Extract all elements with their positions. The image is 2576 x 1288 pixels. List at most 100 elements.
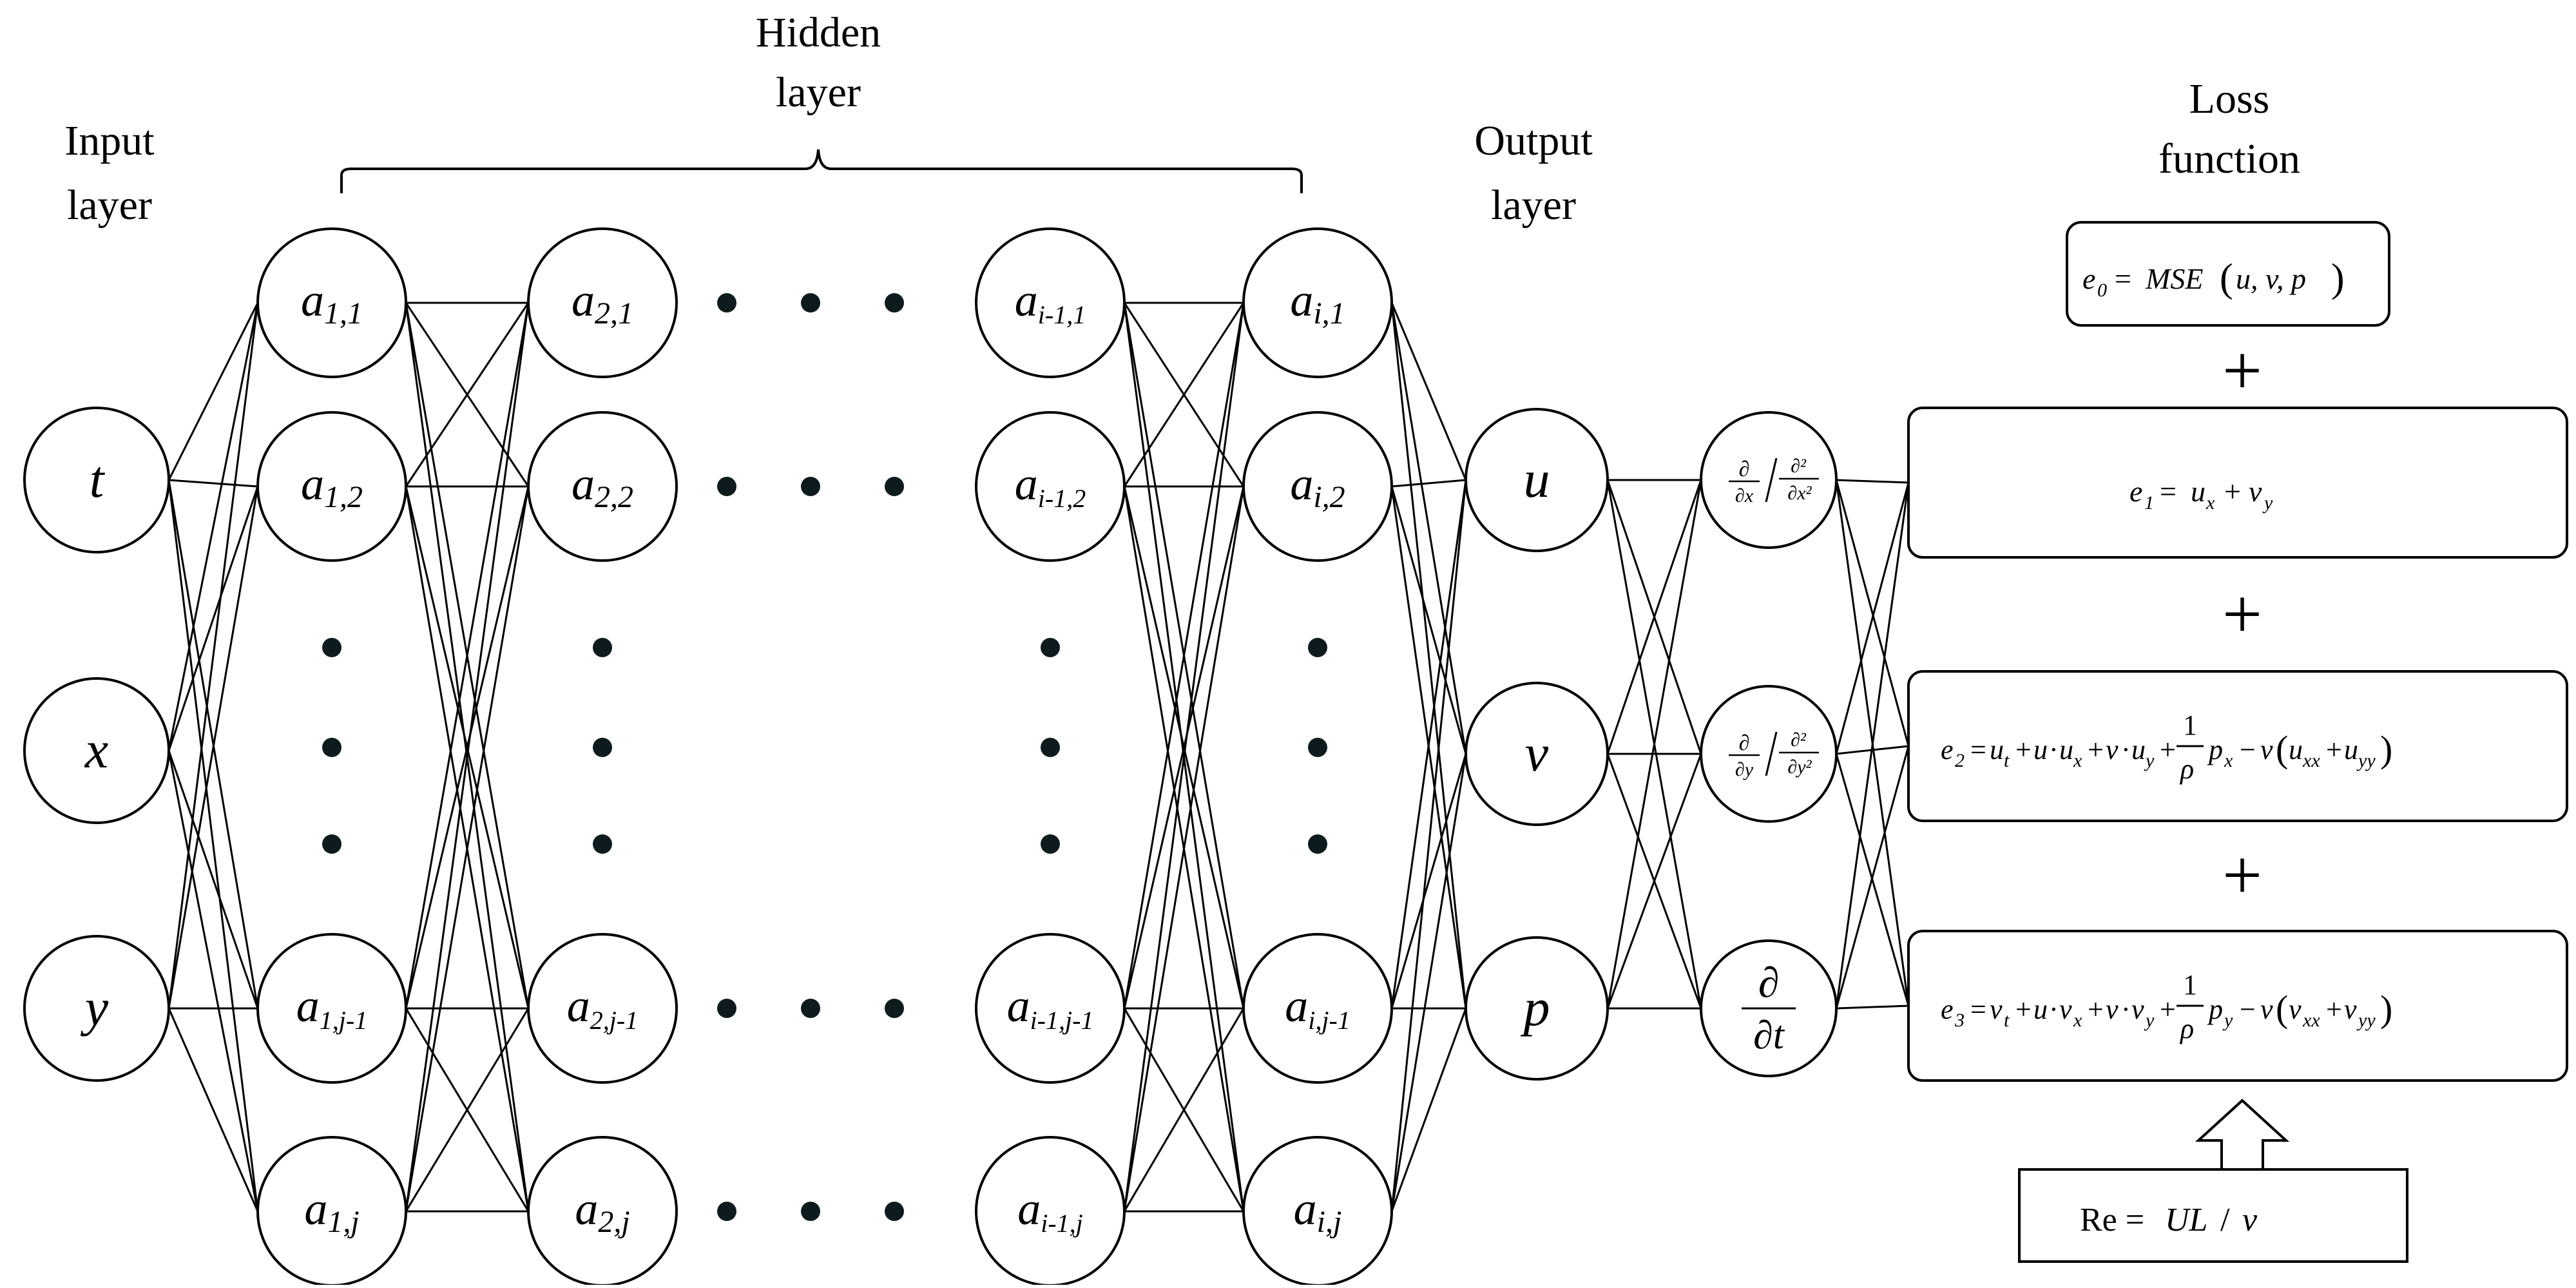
- svg-text:v: v: [2131, 994, 2144, 1025]
- edge-der-1-loss-0: [1835, 482, 1910, 755]
- edge-h1-3-h2-0: [405, 302, 530, 1212]
- h-ellipsis-dot-0-0: [717, 293, 736, 312]
- svg-text:1: 1: [2183, 709, 2197, 741]
- loss-term-e2: e 2 = u t + u · u x + v · u y + 1 ρ p x …: [1941, 709, 2392, 785]
- svg-text:1: 1: [2183, 969, 2197, 1001]
- svg-text:v: v: [2059, 994, 2072, 1025]
- hidden-node-label: a2,j-1: [567, 980, 638, 1035]
- loss-function-label-line2: function: [2158, 135, 2300, 182]
- loss-box-e0: [2066, 221, 2390, 327]
- input-node-label-x: x: [84, 720, 108, 779]
- edge-input-2-h1-3: [168, 1008, 259, 1212]
- input-node-x: [23, 677, 170, 824]
- svg-text:+: +: [2015, 994, 2032, 1025]
- svg-text:e: e: [2082, 262, 2095, 295]
- h-ellipsis-dot-3-2: [885, 1202, 904, 1221]
- deriv-num: ∂: [1758, 959, 1780, 1006]
- svg-text:y: y: [2262, 492, 2273, 514]
- v-ellipsis-dot-0-0: [322, 638, 341, 657]
- loss-term-e3: e 3 = v t + u · v x + v · v y + 1 ρ p y …: [1941, 969, 2392, 1044]
- svg-text:v: v: [1990, 994, 2003, 1025]
- svg-text:v: v: [2344, 994, 2357, 1025]
- hidden-node-label: a2,j: [575, 1183, 630, 1239]
- svg-text:=: =: [1970, 994, 1986, 1025]
- v-ellipsis-dot-2-2: [1041, 834, 1060, 854]
- svg-text:u: u: [2131, 734, 2146, 765]
- edge-h1-2-h2-1: [405, 486, 530, 1009]
- hidden-node-label: ai,1: [1290, 274, 1345, 331]
- edge-hi1-3-hi-1: [1123, 486, 1245, 1212]
- svg-text:y: y: [2144, 750, 2155, 771]
- deriv-den-1: ∂y: [1735, 759, 1754, 780]
- edge-input-1-h1-1: [168, 486, 259, 751]
- h-ellipsis-dot-2-1: [801, 999, 820, 1018]
- edge-hi-2-out-0: [1390, 479, 1467, 1009]
- svg-text:(: (: [2276, 728, 2288, 770]
- up-arrow: [2195, 1099, 2290, 1171]
- deriv-num-1: ∂: [1739, 731, 1750, 755]
- svg-text:u: u: [2289, 734, 2303, 765]
- svg-text:=: =: [2115, 262, 2131, 295]
- hidden-node-label: ai,j: [1294, 1183, 1342, 1239]
- svg-text:x: x: [2073, 1010, 2082, 1031]
- hidden-node-2-1: [975, 411, 1126, 562]
- ellipsis-dots: [322, 293, 1327, 1221]
- svg-text:Re =: Re =: [2080, 1202, 2144, 1238]
- svg-text:): ): [2331, 256, 2345, 300]
- hidden-node-label: a1,1: [301, 274, 363, 331]
- output-node-u: [1465, 408, 1609, 552]
- hidden-node-label: a2,1: [572, 274, 633, 331]
- output-layer-label-line2: layer: [1491, 182, 1576, 229]
- svg-text:t: t: [2004, 1010, 2010, 1031]
- svg-text:2: 2: [1955, 750, 1965, 771]
- edge-out-2-der-1: [1606, 753, 1702, 1009]
- v-ellipsis-dot-1-1: [593, 738, 612, 757]
- h-ellipsis-dot-1-1: [801, 477, 820, 496]
- svg-text:·: ·: [2049, 734, 2059, 765]
- v-ellipsis-dot-0-1: [322, 738, 341, 757]
- hidden-layer-label-line1: Hidden: [756, 9, 881, 56]
- svg-text:=: =: [2160, 475, 2177, 508]
- loss-box-e3: [1907, 930, 2568, 1082]
- hidden-node-1-0: [527, 227, 678, 378]
- svg-text:3: 3: [1954, 1010, 1965, 1031]
- edge-hi1-3-hi-2: [1123, 1008, 1245, 1212]
- edge-hi-1-out-0: [1391, 479, 1466, 488]
- svg-text:yy: yy: [2356, 1010, 2376, 1031]
- input-node-label-y: y: [81, 978, 109, 1037]
- edge-input-2-h1-0: [168, 302, 259, 1009]
- svg-text:(: (: [2276, 988, 2288, 1030]
- hidden-node-3-1: [1242, 411, 1393, 562]
- svg-text:): ): [2380, 728, 2392, 770]
- edge-der-0-loss-0: [1836, 479, 1909, 484]
- hidden-node-0-2: [256, 933, 407, 1084]
- edge-h1-3-h2-1: [405, 486, 530, 1212]
- svg-text:+: +: [2224, 475, 2241, 508]
- hidden-node-0-1: [256, 411, 407, 562]
- edge-hi-3-out-0: [1390, 479, 1467, 1212]
- edge-input-1-h1-0: [168, 302, 259, 751]
- edge-hi1-3-hi-0: [1123, 302, 1245, 1212]
- edge-h1-3-h2-2: [405, 1008, 530, 1212]
- hidden-node-label: ai-1,j: [1017, 1183, 1083, 1238]
- hidden-node-3-0: [1242, 227, 1393, 378]
- edge-hi1-2-hi-1: [1123, 486, 1245, 1009]
- svg-text:(: (: [2220, 256, 2233, 300]
- derivative-node-0: [1700, 411, 1838, 549]
- edge-input-2-h1-1: [168, 486, 259, 1009]
- deriv-den-2: ∂y²: [1787, 756, 1812, 778]
- svg-text:x: x: [2224, 750, 2233, 771]
- hidden-node-label: ai,2: [1290, 458, 1345, 514]
- svg-text:+: +: [2160, 994, 2176, 1025]
- loss-term-e0: e 0 = MSE ( u, v, p ): [2082, 256, 2345, 301]
- edge-der-0-loss-1: [1835, 479, 1910, 747]
- svg-text:p: p: [2207, 994, 2223, 1025]
- svg-text:e: e: [2129, 475, 2142, 508]
- h-ellipsis-dot-0-2: [885, 293, 904, 312]
- svg-text:u, v, p: u, v, p: [2236, 262, 2306, 295]
- svg-text:+: +: [2088, 734, 2104, 765]
- svg-text:+: +: [2160, 734, 2176, 765]
- svg-text:x: x: [2073, 750, 2082, 771]
- svg-text:1: 1: [2144, 492, 2154, 514]
- hidden-node-label: a1,2: [301, 458, 363, 514]
